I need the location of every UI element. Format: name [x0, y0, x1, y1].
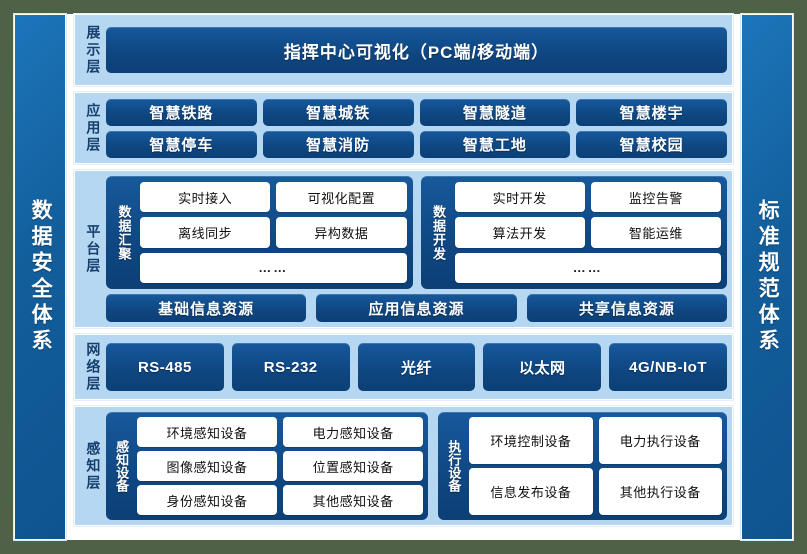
resource-item-application-information[interactable]: 应用信息资源 — [316, 294, 517, 322]
left-pillar-data-security: 数据安全体系 — [14, 14, 66, 540]
resource-item-basic-information[interactable]: 基础信息资源 — [106, 294, 307, 322]
application-row-1: 智慧铁路 智慧城铁 智慧隧道 智慧楼宇 — [106, 98, 727, 126]
development-row-1: 实时开发 监控告警 — [454, 182, 721, 213]
actuator-devices-cells: 环境控制设备 电力执行设备 信息发布设备 其他执行设备 — [469, 417, 722, 515]
sensor-devices-label: 感知设备 — [114, 440, 130, 492]
platform-group-aggregation-cells: 实时接入 可视化配置 离线同步 异构数据 …… — [140, 182, 407, 283]
sensor-item-image[interactable]: 图像感知设备 — [137, 451, 278, 481]
sensor-item-other[interactable]: 其他感知设备 — [283, 485, 424, 515]
network-item-ethernet[interactable]: 以太网 — [483, 343, 602, 391]
actuator-item-information-release[interactable]: 信息发布设备 — [469, 468, 593, 515]
platform-group-development-label: 数据开发 — [430, 204, 446, 261]
platform-group-development-label-wrap: 数据开发 — [427, 182, 449, 283]
layer-application-label-wrap: 应用层 — [80, 98, 106, 158]
layer-display-label: 展示层 — [85, 24, 102, 76]
agg-item-visual-config[interactable]: 可视化配置 — [276, 182, 407, 213]
layer-platform: 平台层 数据汇聚 实时接入 可视化配置 — [74, 170, 733, 328]
development-row-3: …… — [454, 252, 721, 283]
application-row-2: 智慧停车 智慧消防 智慧工地 智慧校园 — [106, 130, 727, 158]
aggregation-row-1: 实时接入 可视化配置 — [140, 182, 407, 213]
layer-application-label: 应用层 — [85, 102, 102, 154]
layer-platform-label: 平台层 — [85, 223, 102, 275]
sensor-item-environment[interactable]: 环境感知设备 — [137, 417, 278, 447]
agg-item-more[interactable]: …… — [140, 252, 407, 283]
agg-item-heterogeneous-data[interactable]: 异构数据 — [276, 217, 407, 248]
layer-stack: 展示层 指挥中心可视化（PC端/移动端） 应用层 智慧铁路 智慧城铁 智慧隧道 … — [66, 14, 741, 540]
actuator-devices-label-wrap: 执行设备 — [443, 417, 463, 515]
layer-network-label: 网络层 — [85, 341, 102, 393]
layer-network-label-wrap: 网络层 — [80, 340, 106, 394]
dev-item-realtime-development[interactable]: 实时开发 — [454, 182, 585, 213]
platform-group-data-development: 数据开发 实时开发 监控告警 算法开发 智能运维 — [420, 176, 727, 289]
sensor-row-3: 身份感知设备 其他感知设备 — [137, 485, 424, 515]
dev-item-intelligent-ops[interactable]: 智能运维 — [590, 217, 721, 248]
layer-platform-label-wrap: 平台层 — [80, 176, 106, 322]
resource-item-shared-information[interactable]: 共享信息资源 — [526, 294, 727, 322]
agg-item-realtime-access[interactable]: 实时接入 — [140, 182, 271, 213]
actuator-item-power-execution[interactable]: 电力执行设备 — [598, 417, 722, 464]
layer-platform-body: 数据汇聚 实时接入 可视化配置 离线同步 异构数据 — [106, 176, 727, 322]
app-item-smart-construction-site[interactable]: 智慧工地 — [419, 130, 571, 158]
sensor-devices-cells: 环境感知设备 电力感知设备 图像感知设备 位置感知设备 身份感知设备 其他感知设… — [137, 417, 424, 515]
aggregation-row-3: …… — [140, 252, 407, 283]
aggregation-row-2: 离线同步 异构数据 — [140, 217, 407, 248]
development-row-2: 算法开发 智能运维 — [454, 217, 721, 248]
layer-application: 应用层 智慧铁路 智慧城铁 智慧隧道 智慧楼宇 智慧停车 智慧消防 智慧工地 智… — [74, 92, 733, 164]
platform-group-development-cells: 实时开发 监控告警 算法开发 智能运维 …… — [454, 182, 721, 283]
actuator-row-2: 信息发布设备 其他执行设备 — [469, 468, 722, 515]
sensing-group-sensor-devices: 感知设备 环境感知设备 电力感知设备 图像感知设备 位置感知设备 — [106, 412, 429, 520]
network-items-row: RS-485 RS-232 光纤 以太网 4G/NB-IoT — [106, 343, 727, 391]
platform-group-data-aggregation: 数据汇聚 实时接入 可视化配置 离线同步 异构数据 — [106, 176, 413, 289]
sensor-row-1: 环境感知设备 电力感知设备 — [137, 417, 424, 447]
layer-network-body: RS-485 RS-232 光纤 以太网 4G/NB-IoT — [106, 340, 727, 394]
network-item-rs485[interactable]: RS-485 — [106, 343, 224, 391]
agg-item-offline-sync[interactable]: 离线同步 — [140, 217, 271, 248]
actuator-row-1: 环境控制设备 电力执行设备 — [469, 417, 722, 464]
sensing-group-actuator-devices: 执行设备 环境控制设备 电力执行设备 信息发布设备 其他执行设备 — [438, 412, 727, 520]
layer-display-label-wrap: 展示层 — [80, 20, 106, 80]
layer-display: 展示层 指挥中心可视化（PC端/移动端） — [74, 14, 733, 86]
layer-sensing-body: 感知设备 环境感知设备 电力感知设备 图像感知设备 位置感知设备 — [106, 412, 727, 520]
sensor-item-identity[interactable]: 身份感知设备 — [137, 485, 278, 515]
sensor-item-location[interactable]: 位置感知设备 — [283, 451, 424, 481]
display-command-center-bar[interactable]: 指挥中心可视化（PC端/移动端） — [106, 27, 727, 73]
platform-groups: 数据汇聚 实时接入 可视化配置 离线同步 异构数据 — [106, 176, 727, 289]
layer-sensing-label-wrap: 感知层 — [80, 412, 106, 520]
layer-network: 网络层 RS-485 RS-232 光纤 以太网 4G/NB-IoT — [74, 334, 733, 400]
app-item-smart-campus[interactable]: 智慧校园 — [576, 130, 727, 158]
actuator-item-other[interactable]: 其他执行设备 — [598, 468, 722, 515]
sensor-devices-label-wrap: 感知设备 — [111, 417, 131, 515]
sensor-item-power[interactable]: 电力感知设备 — [283, 417, 424, 447]
app-item-smart-railway[interactable]: 智慧铁路 — [106, 98, 257, 126]
actuator-devices-label: 执行设备 — [446, 440, 462, 492]
platform-group-aggregation-label-wrap: 数据汇聚 — [112, 182, 134, 283]
app-item-smart-parking[interactable]: 智慧停车 — [106, 130, 257, 158]
sensor-row-2: 图像感知设备 位置感知设备 — [137, 451, 424, 481]
dev-item-algorithm-development[interactable]: 算法开发 — [454, 217, 585, 248]
layer-sensing-label: 感知层 — [85, 440, 102, 492]
dev-item-monitoring-alarm[interactable]: 监控告警 — [590, 182, 721, 213]
layer-display-body: 指挥中心可视化（PC端/移动端） — [106, 20, 727, 80]
sensing-groups: 感知设备 环境感知设备 电力感知设备 图像感知设备 位置感知设备 — [106, 412, 727, 520]
layer-application-body: 智慧铁路 智慧城铁 智慧隧道 智慧楼宇 智慧停车 智慧消防 智慧工地 智慧校园 — [106, 98, 727, 158]
platform-group-aggregation-label: 数据汇聚 — [116, 204, 132, 261]
app-item-smart-firefighting[interactable]: 智慧消防 — [262, 130, 414, 158]
network-item-optical-fiber[interactable]: 光纤 — [357, 343, 476, 391]
dev-item-more[interactable]: …… — [454, 252, 721, 283]
app-item-smart-building[interactable]: 智慧楼宇 — [576, 98, 727, 126]
right-pillar-standards: 标准规范体系 — [741, 14, 793, 540]
diagram-canvas: 数据安全体系 展示层 指挥中心可视化（PC端/移动端） 应用层 智慧铁路 — [14, 14, 793, 540]
network-item-rs232[interactable]: RS-232 — [231, 343, 350, 391]
layer-sensing: 感知层 感知设备 环境感知设备 电力感知设备 — [74, 406, 733, 526]
network-item-4g-nbiot[interactable]: 4G/NB-IoT — [609, 343, 727, 391]
app-item-smart-tunnel[interactable]: 智慧隧道 — [419, 98, 571, 126]
app-item-smart-metro[interactable]: 智慧城铁 — [262, 98, 414, 126]
right-pillar-label: 标准规范体系 — [756, 199, 780, 355]
platform-resource-row: 基础信息资源 应用信息资源 共享信息资源 — [106, 294, 727, 322]
actuator-item-environment-control[interactable]: 环境控制设备 — [469, 417, 593, 464]
left-pillar-label: 数据安全体系 — [29, 199, 53, 355]
